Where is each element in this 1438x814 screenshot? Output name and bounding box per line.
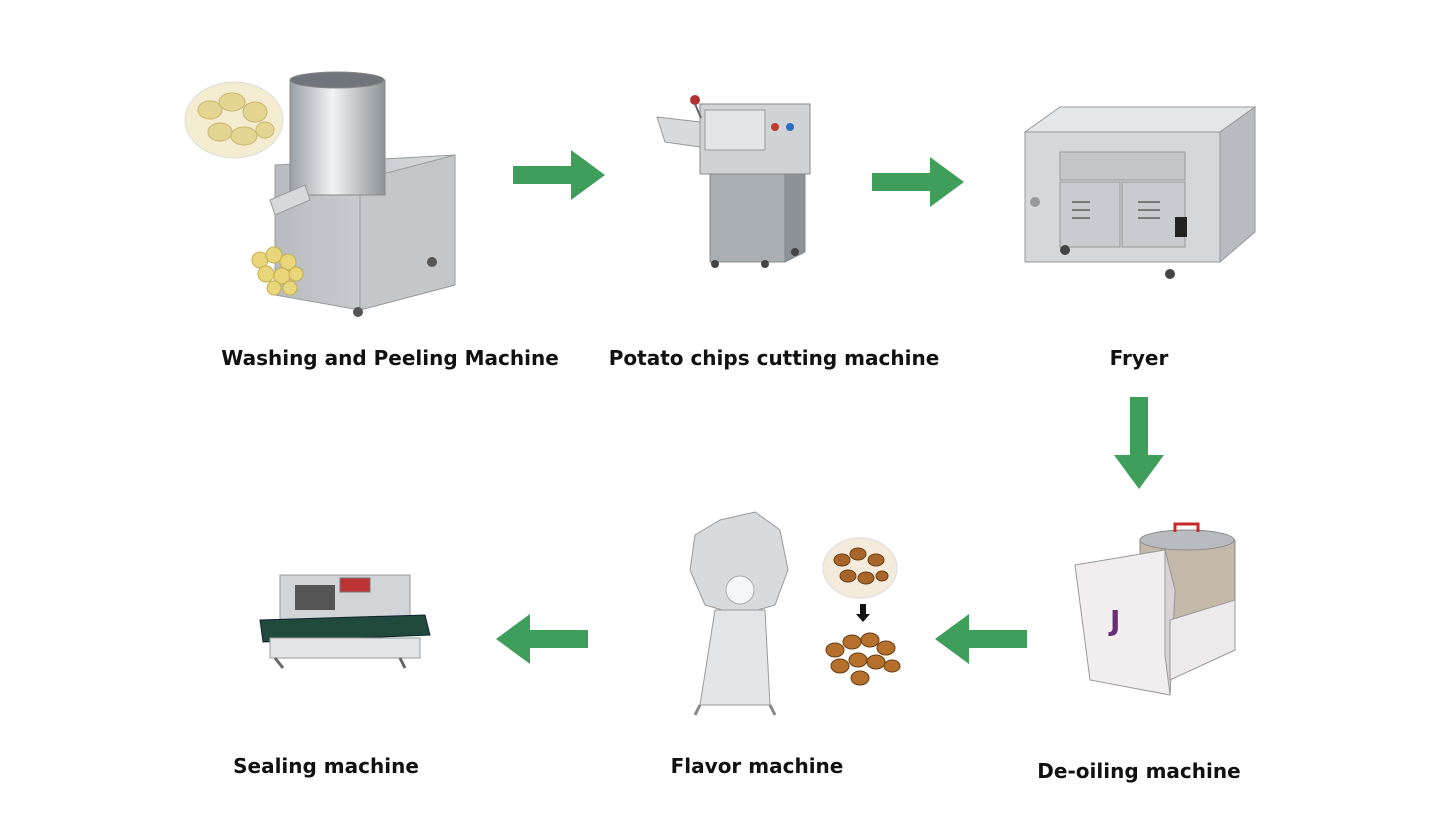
arrow-right-icon (872, 157, 964, 207)
sealing-machine-image (255, 570, 435, 670)
step-label-washing: Washing and Peeling Machine (221, 346, 559, 370)
step-label-sealing: Sealing machine (233, 754, 419, 778)
flavor-machine-image (680, 510, 915, 720)
step-label-deoiling: De-oiling machine (1037, 759, 1241, 783)
step-label-fryer: Fryer (1109, 346, 1169, 370)
step-label-flavor: Flavor machine (670, 754, 844, 778)
arrow-left-icon (935, 614, 1027, 664)
de-oiling-machine-image: J (1070, 520, 1240, 705)
arrow-right-icon (513, 150, 605, 200)
svg-text:J: J (1108, 604, 1120, 637)
chips-cutting-machine-image (655, 92, 820, 272)
step-label-cutting: Potato chips cutting machine (608, 346, 940, 370)
fryer-image (1020, 92, 1260, 287)
washing-peeling-machine-image (180, 70, 470, 325)
arrow-left-icon (496, 614, 588, 664)
arrow-down-icon (1114, 397, 1164, 489)
